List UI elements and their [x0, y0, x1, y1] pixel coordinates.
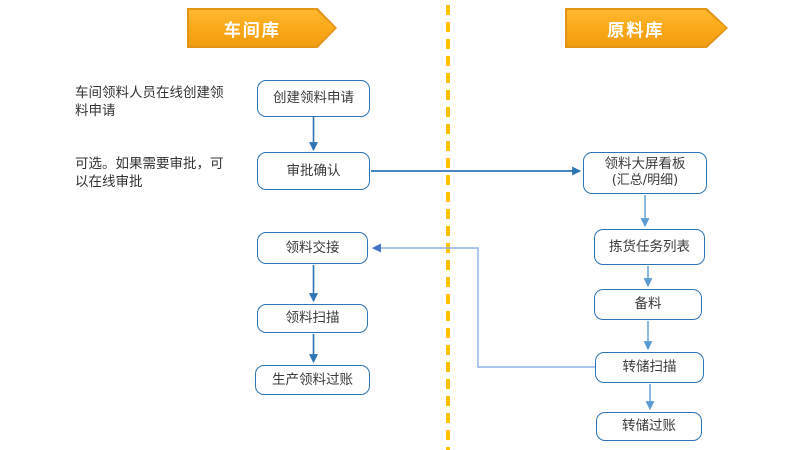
banner-arrow-fill — [189, 10, 335, 46]
node-material-preparation: 备料 — [594, 289, 702, 320]
lane-banner-workshop: 车间库 — [187, 8, 337, 48]
lane-banner-raw-material: 原料库 — [565, 8, 728, 48]
lane-title-raw-material: 原料库 — [607, 20, 665, 41]
lane-title-workshop: 车间库 — [223, 20, 281, 41]
node-material-handover: 领料交接 — [257, 232, 368, 264]
annotation-optional-approval: 可选。如果需要审批，可 以在线审批 — [75, 156, 224, 191]
annotation-create-request: 车间领料人员在线创建领 料申请 — [75, 85, 224, 120]
node-production-issue-posting: 生产领料过账 — [255, 365, 370, 395]
node-material-dashboard: 领料大屏看板 (汇总/明细) — [583, 152, 707, 194]
node-material-dashboard-label: 领料大屏看板 — [604, 156, 686, 173]
node-transfer-scan: 转储扫描 — [595, 352, 704, 383]
banner-arrow-fill — [567, 10, 726, 46]
node-transfer-posting: 转储过账 — [596, 412, 702, 441]
node-create-material-request: 创建领料申请 — [257, 80, 370, 117]
node-picking-task-list: 拣货任务列表 — [594, 229, 705, 265]
node-material-dashboard-sublabel: (汇总/明细) — [611, 173, 679, 189]
node-approval-confirm: 审批确认 — [257, 152, 370, 190]
node-material-scan: 领料扫描 — [257, 304, 368, 333]
connector-transferscan-to-handover — [371, 243, 595, 368]
